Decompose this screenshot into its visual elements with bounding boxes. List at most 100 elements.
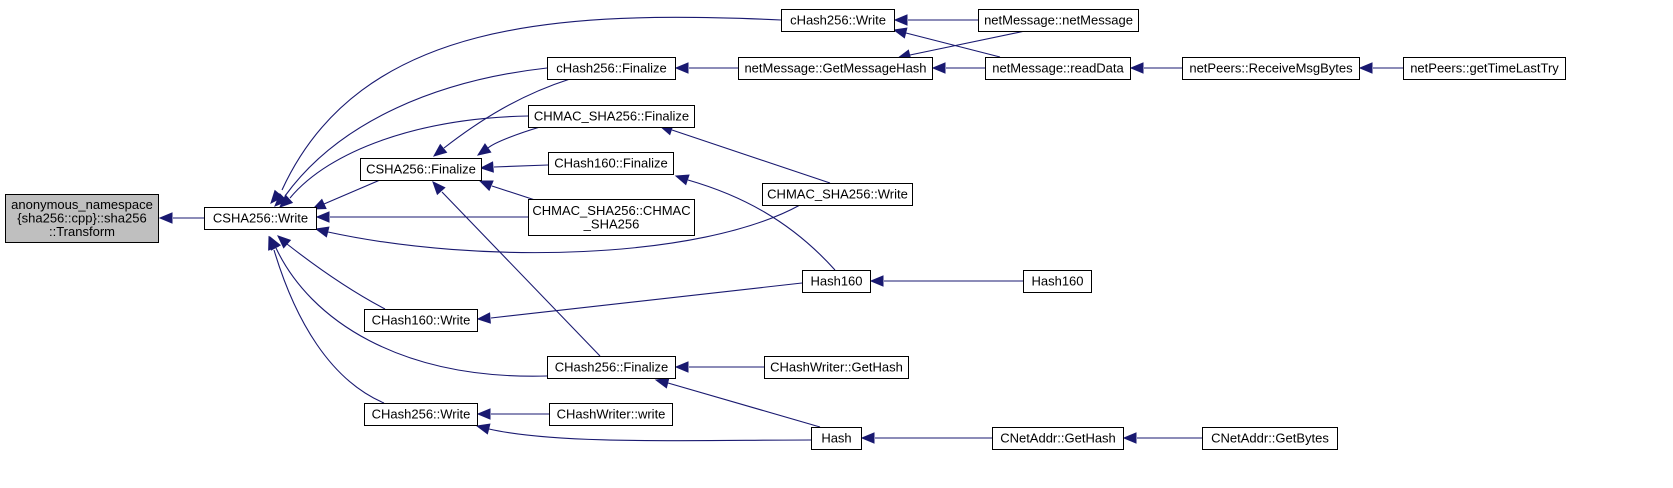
node-label: netPeers::getTimeLastTry [1410,61,1559,76]
edge-line [443,78,571,149]
edge-line [487,126,541,149]
edge-arrowhead [931,62,946,74]
edge-arrowhead [311,198,327,210]
node-label: CHash160::Finalize [554,156,667,171]
edge-chash256_finalize_lower-to-csha256_finalize [432,181,601,357]
edge-hash160_a-to-chash160_finalize [674,174,836,271]
node-label: Hash160 [1031,274,1083,289]
node-box [360,158,482,181]
edge-arrowhead [279,194,294,208]
node-hash[interactable]: Hash [811,427,862,450]
node-label: CHashWriter::write [557,407,666,422]
node-label: ::Transform [49,224,115,239]
node-transform[interactable]: anonymous_namespace{sha256::cpp}::sha256… [5,194,159,243]
edge-chashwriter_gethash-to-chash256_finalize_lower [674,361,764,373]
node-chash256-finalize-upper[interactable]: cHash256::Finalize [547,57,676,80]
edge-arrowhead [314,226,330,238]
edge-line [491,185,536,201]
node-chashwriter-gethash[interactable]: CHashWriter::GetHash [764,356,909,379]
edge-arrowhead [654,377,670,389]
edge-csha256_write-to-transform [158,212,204,224]
node-label: Hash160 [810,274,862,289]
edge-line [493,164,549,168]
node-box [528,199,695,236]
node-box [1403,57,1566,80]
node-label: {sha256::cpp}::sha256 [17,211,146,226]
node-label: CHMAC_SHA256::Finalize [534,109,689,124]
edge-arrowhead [478,180,494,192]
edge-line [687,179,836,271]
node-chmac-write[interactable]: CHMAC_SHA256::Write [762,183,913,206]
node-hash160-a[interactable]: Hash160 [802,270,871,293]
node-box [985,57,1131,80]
edge-arrowhead [479,161,494,173]
node-label: cHash256::Finalize [556,61,667,76]
node-box [978,9,1139,32]
node-box [548,152,674,175]
edge-arrowhead [892,27,908,39]
node-chmac-finalize[interactable]: CHMAC_SHA256::Finalize [528,105,695,128]
edge-netpeers_gettime-to-netpeers_receive [1358,62,1403,74]
edge-line [909,30,1026,56]
node-netpeers-receive[interactable]: netPeers::ReceiveMsgBytes [1182,57,1360,80]
edge-arrowhead [674,62,689,74]
edge-arrowhead [476,408,491,420]
edge-netpeers_receive-to-netmessage_readdata [1129,62,1182,74]
edge-arrowhead [277,235,292,249]
edge-line [275,247,548,377]
edge-arrowhead [158,212,173,224]
edge-chmac_ctor-to-csha256_finalize [478,180,536,201]
node-chash256-write-lower[interactable]: CHash256::Write [364,403,478,426]
node-netmessage-ctor[interactable]: netMessage::netMessage [978,9,1139,32]
node-csha256-write[interactable]: CSHA256::Write [204,207,317,230]
node-chash256-finalize-lower[interactable]: CHash256::Finalize [547,356,676,379]
edge-arrowhead [274,193,288,207]
node-label: Hash [821,431,851,446]
node-cnetaddr-getbytes[interactable]: CNetAddr::GetBytes [1202,427,1338,450]
edge-arrowhead [869,275,884,287]
edge-netmessage_readdata-to-chash256_write_upper [892,27,1001,58]
node-label: CNetAddr::GetHash [1000,431,1116,446]
node-label: anonymous_namespace [11,197,153,212]
edge-csha256_finalize-to-csha256_write [311,179,381,210]
edge-line [323,179,381,205]
node-label: CHMAC_SHA256::Write [767,187,908,202]
node-cnetaddr-gethash[interactable]: CNetAddr::GetHash [992,427,1124,450]
node-chash160-finalize[interactable]: CHash160::Finalize [548,152,674,175]
node-box [781,9,895,32]
node-hash160-b[interactable]: Hash160 [1023,270,1092,293]
node-label: cHash256::Write [790,13,886,28]
node-label: CSHA256::Write [213,211,308,226]
edge-chash256_write_upper-to-csha256_write [270,16,782,204]
edge-arrowhead [476,312,491,324]
node-csha256-finalize[interactable]: CSHA256::Finalize [360,158,482,181]
edge-arrowhead [270,189,284,204]
node-box [764,356,909,379]
node-chash256-write-upper[interactable]: cHash256::Write [781,9,895,32]
node-label: CHash160::Write [372,313,471,328]
edge-line [289,115,529,199]
node-box [549,403,673,426]
node-chash160-write[interactable]: CHash160::Write [364,309,478,332]
edge-arrowhead [674,361,689,373]
node-netpeers-gettime[interactable]: netPeers::getTimeLastTry [1403,57,1566,80]
edge-chashwriter_write-to-chash256_write_lower [476,408,549,420]
edge-arrowhead [269,235,282,251]
edge-hash-to-chash256_finalize_lower [654,377,821,428]
node-chashwriter-write[interactable]: CHashWriter::write [549,403,673,426]
edge-hash160_b-to-hash160_a [869,275,1023,287]
node-label: netPeers::ReceiveMsgBytes [1189,61,1353,76]
edge-netmessage_getmessagehash-to-chash256_finalize_upper [674,62,738,74]
edge-netmessage_readdata-to-netmessage_getmessagehash [931,62,985,74]
edge-chmac_finalize-to-csha256_finalize [476,126,541,156]
node-box [364,403,478,426]
node-netmessage-getmessagehash[interactable]: netMessage::GetMessageHash [738,57,933,80]
node-chmac-ctor[interactable]: CHMAC_SHA256::CHMAC_SHA256 [528,199,695,236]
node-box [811,427,862,450]
edge-chmac_finalize-to-csha256_write [279,115,529,208]
edge-arrowhead [860,432,875,444]
node-netmessage-readdata[interactable]: netMessage::readData [985,57,1131,80]
edge-line [905,32,1001,58]
node-box [992,427,1124,450]
node-box [1182,57,1360,80]
